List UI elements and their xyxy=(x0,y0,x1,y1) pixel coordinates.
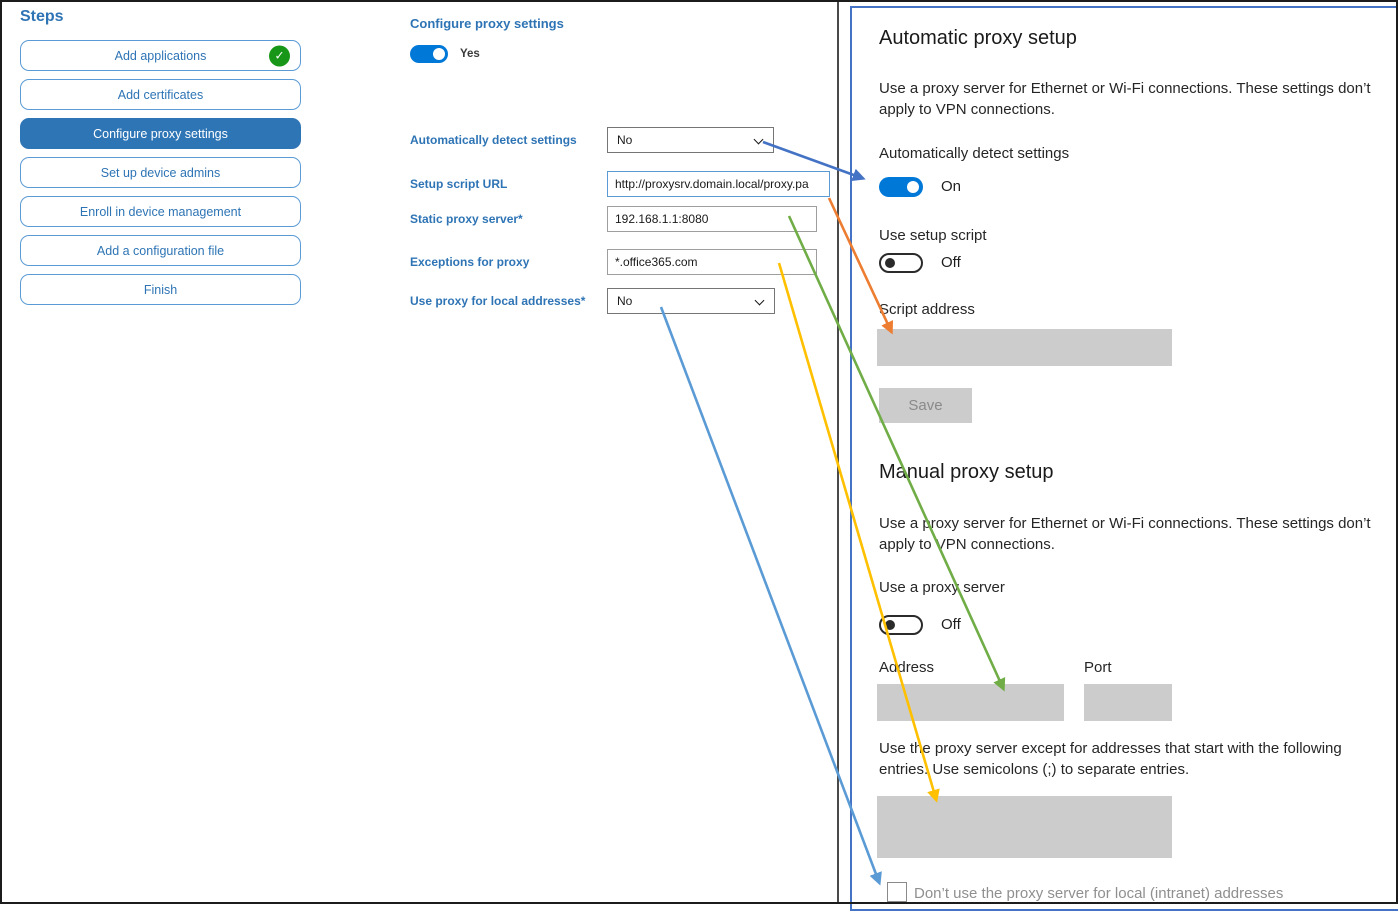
auto-detect-toggle-state: On xyxy=(941,178,962,195)
step-configure-proxy-settings[interactable]: Configure proxy settings xyxy=(20,118,301,149)
step-label: Configure proxy settings xyxy=(93,126,228,141)
manual-exceptions-description: Use the proxy server except for addresse… xyxy=(879,740,1342,778)
manual-proxy-description: Use a proxy server for Ethernet or Wi-Fi… xyxy=(879,515,1371,553)
local-addresses-mapping xyxy=(659,306,882,886)
save-button-label: Save xyxy=(908,397,943,414)
field-label: Use proxy for local addresses* xyxy=(410,294,586,308)
port-label: Port xyxy=(1084,659,1112,676)
step-label: Add certificates xyxy=(117,87,204,102)
dropdown-value: No xyxy=(617,133,633,147)
use-setup-script-toggle-label: Use setup script xyxy=(879,227,987,244)
dropdown-value: No xyxy=(617,294,633,308)
input-value: http://proxysrv.domain.local/proxy.pa xyxy=(615,177,809,191)
step-add-applications[interactable]: Add applications ✓ xyxy=(20,40,301,71)
automatic-proxy-description: Use a proxy server for Ethernet or Wi-Fi… xyxy=(879,80,1371,118)
input-value: *.office365.com xyxy=(615,255,698,269)
auto-detect-toggle-label: Automatically detect settings xyxy=(879,145,1070,162)
setup-script-url-input[interactable]: http://proxysrv.domain.local/proxy.pa xyxy=(607,171,830,197)
windows-proxy-settings-panel: Automatic proxy setup Use a proxy server… xyxy=(850,6,1398,911)
step-finish[interactable]: Finish xyxy=(20,274,301,305)
use-proxy-local-dropdown[interactable]: No xyxy=(607,288,775,314)
input-value: 192.168.1.1:8080 xyxy=(615,212,709,226)
step-label: Set up device admins xyxy=(100,165,221,180)
step-label: Enroll in device management xyxy=(79,204,242,219)
address-label: Address xyxy=(879,659,935,676)
use-setup-script-toggle-state: Off xyxy=(941,254,961,271)
step-add-a-configuration-file[interactable]: Add a configuration file xyxy=(20,235,301,266)
automatically-detect-settings-dropdown[interactable]: No xyxy=(607,127,774,153)
step-label: Add applications xyxy=(114,48,207,63)
check-circle-icon: ✓ xyxy=(269,45,290,66)
toggle-knob xyxy=(885,258,895,268)
steps-panel: Steps Add applications ✓ Add certificate… xyxy=(20,8,301,313)
form-title: Configure proxy settings xyxy=(410,16,564,31)
field-label: Exceptions for proxy xyxy=(410,255,530,269)
static-proxy-server-input[interactable]: 192.168.1.1:8080 xyxy=(607,206,817,232)
save-button[interactable]: Save xyxy=(879,388,972,423)
manual-address-input[interactable] xyxy=(877,684,1064,721)
auto-detect-toggle[interactable] xyxy=(879,177,923,197)
use-proxy-server-toggle-label: Use a proxy server xyxy=(879,579,1005,596)
panel-divider xyxy=(837,0,839,904)
intranet-checkbox[interactable] xyxy=(887,882,907,902)
script-address-input[interactable] xyxy=(877,329,1172,366)
manual-port-input[interactable] xyxy=(1084,684,1172,721)
step-label: Add a configuration file xyxy=(96,243,225,258)
step-add-certificates[interactable]: Add certificates xyxy=(20,79,301,110)
script-address-label: Script address xyxy=(879,301,975,318)
manual-proxy-setup-heading: Manual proxy setup xyxy=(879,461,1054,483)
toggle-knob xyxy=(433,48,445,60)
field-label: Automatically detect settings xyxy=(410,133,577,147)
step-label: Finish xyxy=(143,282,178,297)
toggle-knob xyxy=(907,181,919,193)
chevron-down-icon xyxy=(754,295,765,306)
step-enroll-in-device-management[interactable]: Enroll in device management xyxy=(20,196,301,227)
exceptions-for-proxy-input[interactable]: *.office365.com xyxy=(607,249,817,275)
toggle-knob xyxy=(885,620,895,630)
use-proxy-server-toggle-state: Off xyxy=(941,616,961,633)
field-label: Setup script URL xyxy=(410,177,508,191)
step-set-up-device-admins[interactable]: Set up device admins xyxy=(20,157,301,188)
configure-proxy-toggle[interactable] xyxy=(410,45,448,63)
field-label: Static proxy server* xyxy=(410,212,523,226)
use-setup-script-toggle[interactable] xyxy=(879,253,923,273)
automatic-proxy-setup-heading: Automatic proxy setup xyxy=(879,27,1077,49)
intranet-checkbox-label: Don’t use the proxy server for local (in… xyxy=(914,885,1284,902)
chevron-down-icon xyxy=(753,134,764,145)
steps-title: Steps xyxy=(20,8,64,25)
configure-proxy-toggle-label: Yes xyxy=(460,48,480,60)
use-proxy-server-toggle[interactable] xyxy=(879,615,923,635)
manual-exceptions-input[interactable] xyxy=(877,796,1172,858)
